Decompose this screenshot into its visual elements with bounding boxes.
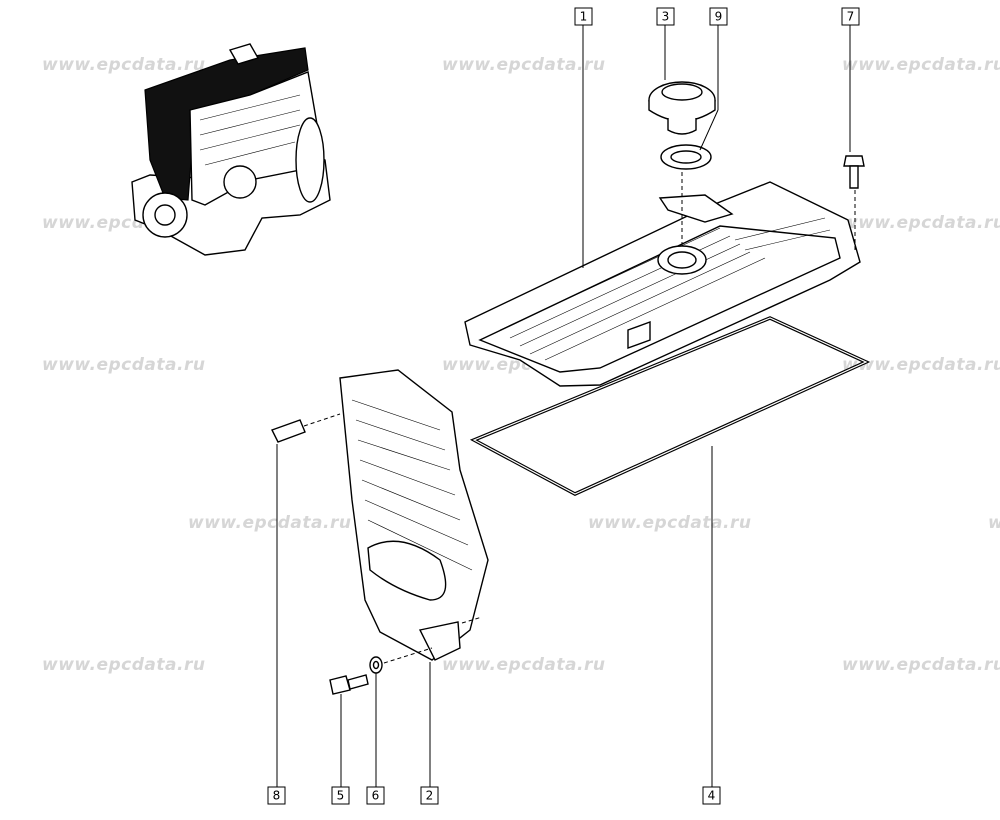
washer (369, 656, 383, 674)
leader-lines (276, 25, 856, 787)
callout-label: 7 (847, 10, 855, 24)
watermark: www.epcdata.ru (188, 513, 351, 533)
cover-gasket (469, 316, 871, 496)
callout-9: 9 (709, 7, 728, 26)
callout-label: 8 (273, 789, 281, 803)
watermark: www.epcdata.ru (442, 655, 605, 675)
callout-label: 2 (426, 789, 434, 803)
callout-label: 6 (372, 789, 380, 803)
callout-label: 4 (708, 789, 716, 803)
callout-2: 2 (420, 786, 439, 805)
watermark: www.epcdata.ru (842, 355, 1000, 375)
engine-thumbnail (131, 43, 331, 256)
watermark: www.epcdata.ru (588, 513, 751, 533)
cover-bolt (843, 155, 865, 189)
watermark: www.epcdata.ru (842, 55, 1000, 75)
valve-cover (464, 181, 861, 387)
belt-cover-bolt (329, 674, 369, 695)
oil-filler-cap (648, 81, 716, 135)
timing-belt-cover (339, 369, 489, 661)
watermark: www.epcdata.ru (842, 213, 1000, 233)
watermark: www.epcdata.ru (42, 55, 205, 75)
stud-bolt (271, 419, 306, 443)
callout-5: 5 (331, 786, 350, 805)
filler-seal-ring (660, 144, 712, 170)
watermark: www.epcdata.ru (42, 355, 205, 375)
watermark: www.epcdata.ru (442, 55, 605, 75)
watermark-layer: www.epcdata.ru www.epcdata.ru www.epcdat… (42, 55, 1000, 675)
callout-4: 4 (702, 786, 721, 805)
callout-label: 1 (580, 10, 588, 24)
callout-label: 9 (715, 10, 723, 24)
watermark: www.epcdata.ru (42, 655, 205, 675)
watermark: www.epcdata.ru (842, 655, 1000, 675)
callout-label: 5 (337, 789, 345, 803)
watermark: www.epcdata.ru (988, 513, 1000, 533)
callout-6: 6 (366, 786, 385, 805)
callout-7: 7 (841, 7, 860, 26)
callout-3: 3 (656, 7, 675, 26)
callout-8: 8 (267, 786, 286, 805)
callout-1: 1 (574, 7, 593, 26)
callout-label: 3 (662, 10, 670, 24)
